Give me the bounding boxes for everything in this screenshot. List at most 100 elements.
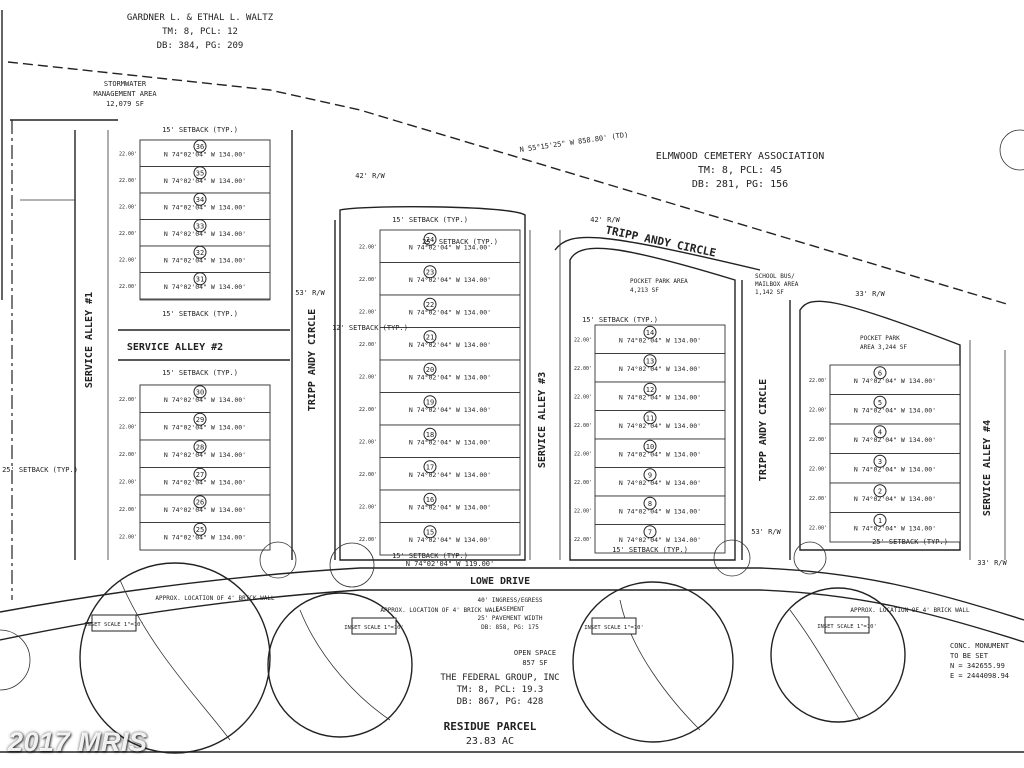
lot-bearing: N 74°02'04" W 134.00' <box>409 341 491 349</box>
federal-group-name: THE FEDERAL GROUP, INC <box>440 673 559 683</box>
lot-column-2: N 74°02'04" W 134.00' 30 22.00' N 74°02'04"… <box>119 384 271 551</box>
lot-bearing: N 74°02'04" W 134.00' <box>164 177 246 185</box>
lot-number: 17 <box>426 463 434 471</box>
setback-label: 12' SETBACK (TYP.) <box>332 324 408 332</box>
easement-line-3: 25' PAVEMENT WIDTH <box>477 615 542 622</box>
lot-bearing: N 74°02'04" W 134.00' <box>164 423 246 431</box>
rw-label: 53' R/W <box>295 289 325 297</box>
lot-width: 22.00' <box>809 378 827 384</box>
inset-detail-3: INSET SCALE 1"=10' <box>572 581 734 743</box>
lot-number: 13 <box>646 357 654 365</box>
lot-number-badge <box>193 192 207 206</box>
mailbox-label-1: SCHOOL BUS/ <box>755 273 795 280</box>
lot-1 <box>829 512 961 543</box>
lot-bearing: N 74°02'04" W 134.00' <box>164 451 246 459</box>
lot-number: 18 <box>426 431 434 439</box>
lot-number: 30 <box>196 388 204 396</box>
lot-12 <box>594 381 726 411</box>
lot-width: 22.00' <box>809 466 827 472</box>
lot-number-badge <box>193 272 207 286</box>
lot-bearing: N 74°02'04" W 134.00' <box>619 422 701 430</box>
rw-label: 42' R/W <box>355 172 385 180</box>
stormwater-label-1: STORMWATER <box>104 80 147 88</box>
lot-width: 22.00' <box>119 151 137 157</box>
lot-number-badge <box>643 411 657 425</box>
lot-bearing: N 74°02'04" W 134.00' <box>619 507 701 515</box>
lot-number-badge <box>873 395 887 409</box>
setback-label: 15' SETBACK (TYP.) <box>162 310 238 318</box>
lot-4 <box>829 423 961 454</box>
lot-width: 22.00' <box>809 496 827 502</box>
lot-column-5: N 74°02'04" W 134.00'622.00'N 74°02'04" … <box>809 364 961 543</box>
lot-bearing: N 74°02'04" W 134.00' <box>164 478 246 486</box>
lot-number-badge <box>193 245 207 259</box>
lot-number: 5 <box>878 399 882 407</box>
lot-number-badge <box>423 265 437 279</box>
lot-width: 22.00' <box>119 178 137 184</box>
lot-width: 22.00' <box>359 309 377 315</box>
inset-detail-1: INSET SCALE 1"=10' <box>79 562 271 754</box>
lot-20 <box>379 359 521 393</box>
lot-bearing: N 74°02'04" W 134.00' <box>409 471 491 479</box>
lot-width: 22.00' <box>359 407 377 413</box>
lot-22 <box>379 294 521 328</box>
lot-9 <box>594 467 726 497</box>
mailbox-label-2: MAILBOX AREA <box>755 281 799 288</box>
lot-width: 22.00' <box>119 204 137 210</box>
lot-bearing: N 74°02'04" W 134.00' <box>409 406 491 414</box>
setback-label: 15' SETBACK (TYP.) <box>162 126 238 134</box>
lot-bearing: N 74°02'04" W 134.00' <box>854 377 936 385</box>
lot-width: 22.00' <box>809 437 827 443</box>
lot-number: 4 <box>878 428 882 436</box>
callout-circle <box>329 542 375 588</box>
lot-number: 35 <box>196 169 204 177</box>
lot-number-badge <box>193 166 207 180</box>
lot-bearing: N 74°02'04" W 134.00' <box>619 393 701 401</box>
lot-number-badge <box>193 440 207 454</box>
lot-number: 29 <box>196 416 204 424</box>
lot-width: 22.00' <box>119 479 137 485</box>
tripp-andy-circle-north-line <box>554 236 761 271</box>
road-bearing: N 74°02'04" W 119.00' <box>406 560 495 568</box>
lot-number-badge <box>423 460 437 474</box>
lot-bearing: N 74°02'04" W 134.00' <box>619 450 701 458</box>
open-space-label-1: OPEN SPACE <box>514 649 556 657</box>
lot-number: 6 <box>878 369 882 377</box>
service-alley-3-label: SERVICE ALLEY #3 <box>537 372 548 468</box>
lot-16 <box>379 489 521 523</box>
lowe-drive-label: LOWE DRIVE <box>470 576 530 587</box>
rw-label: 33' R/W <box>855 290 885 298</box>
lot-bearing: N 74°02'04" W 134.00' <box>409 276 491 284</box>
mris-watermark: 2017 MRIS <box>8 727 148 757</box>
lot-8 <box>594 495 726 525</box>
lot-width: 22.00' <box>574 337 592 343</box>
setback-label: 25' SETBACK (TYP.) <box>2 466 78 474</box>
callout-circle <box>259 541 297 579</box>
top-owner-db: DB: 384, PG: 209 <box>157 41 244 51</box>
lot-bearing: N 74°02'04" W 134.00' <box>409 308 491 316</box>
lot-width: 22.00' <box>359 504 377 510</box>
lot-bearing: N 74°02'04" W 134.00' <box>164 283 246 291</box>
lot-number-badge <box>423 362 437 376</box>
callout-circle <box>713 539 751 577</box>
lot-number: 2 <box>878 487 882 495</box>
lot-number: 20 <box>426 366 434 374</box>
mailbox-label-3: 1,142 SF <box>755 289 784 296</box>
tripp-andy-circle-north-label: TRIPP ANDY CIRCLE <box>604 224 717 260</box>
lot-number-badge <box>423 427 437 441</box>
lot-number: 14 <box>646 329 654 337</box>
lot-bearing: N 74°02'04" W 134.00' <box>409 536 491 544</box>
lowe-drive-north-edge <box>0 567 1024 621</box>
setback-label: 15' SETBACK (TYP.) <box>392 216 468 224</box>
lot-number-badge <box>193 467 207 481</box>
lot-width: 22.00' <box>359 374 377 380</box>
lot-width: 22.00' <box>119 257 137 263</box>
lot-24 <box>379 229 521 263</box>
lot-width: 22.00' <box>119 397 137 403</box>
setback-label: 15' SETBACK (TYP.) <box>582 316 658 324</box>
open-space-label-2: 857 SF <box>522 659 547 667</box>
lot-bearing: N 74°02'04" W 134.00' <box>164 533 246 541</box>
top-owner-name: GARDNER L. & ETHAL L. WALTZ <box>127 13 274 23</box>
lot-bearing: N 74°02'04" W 134.00' <box>619 479 701 487</box>
